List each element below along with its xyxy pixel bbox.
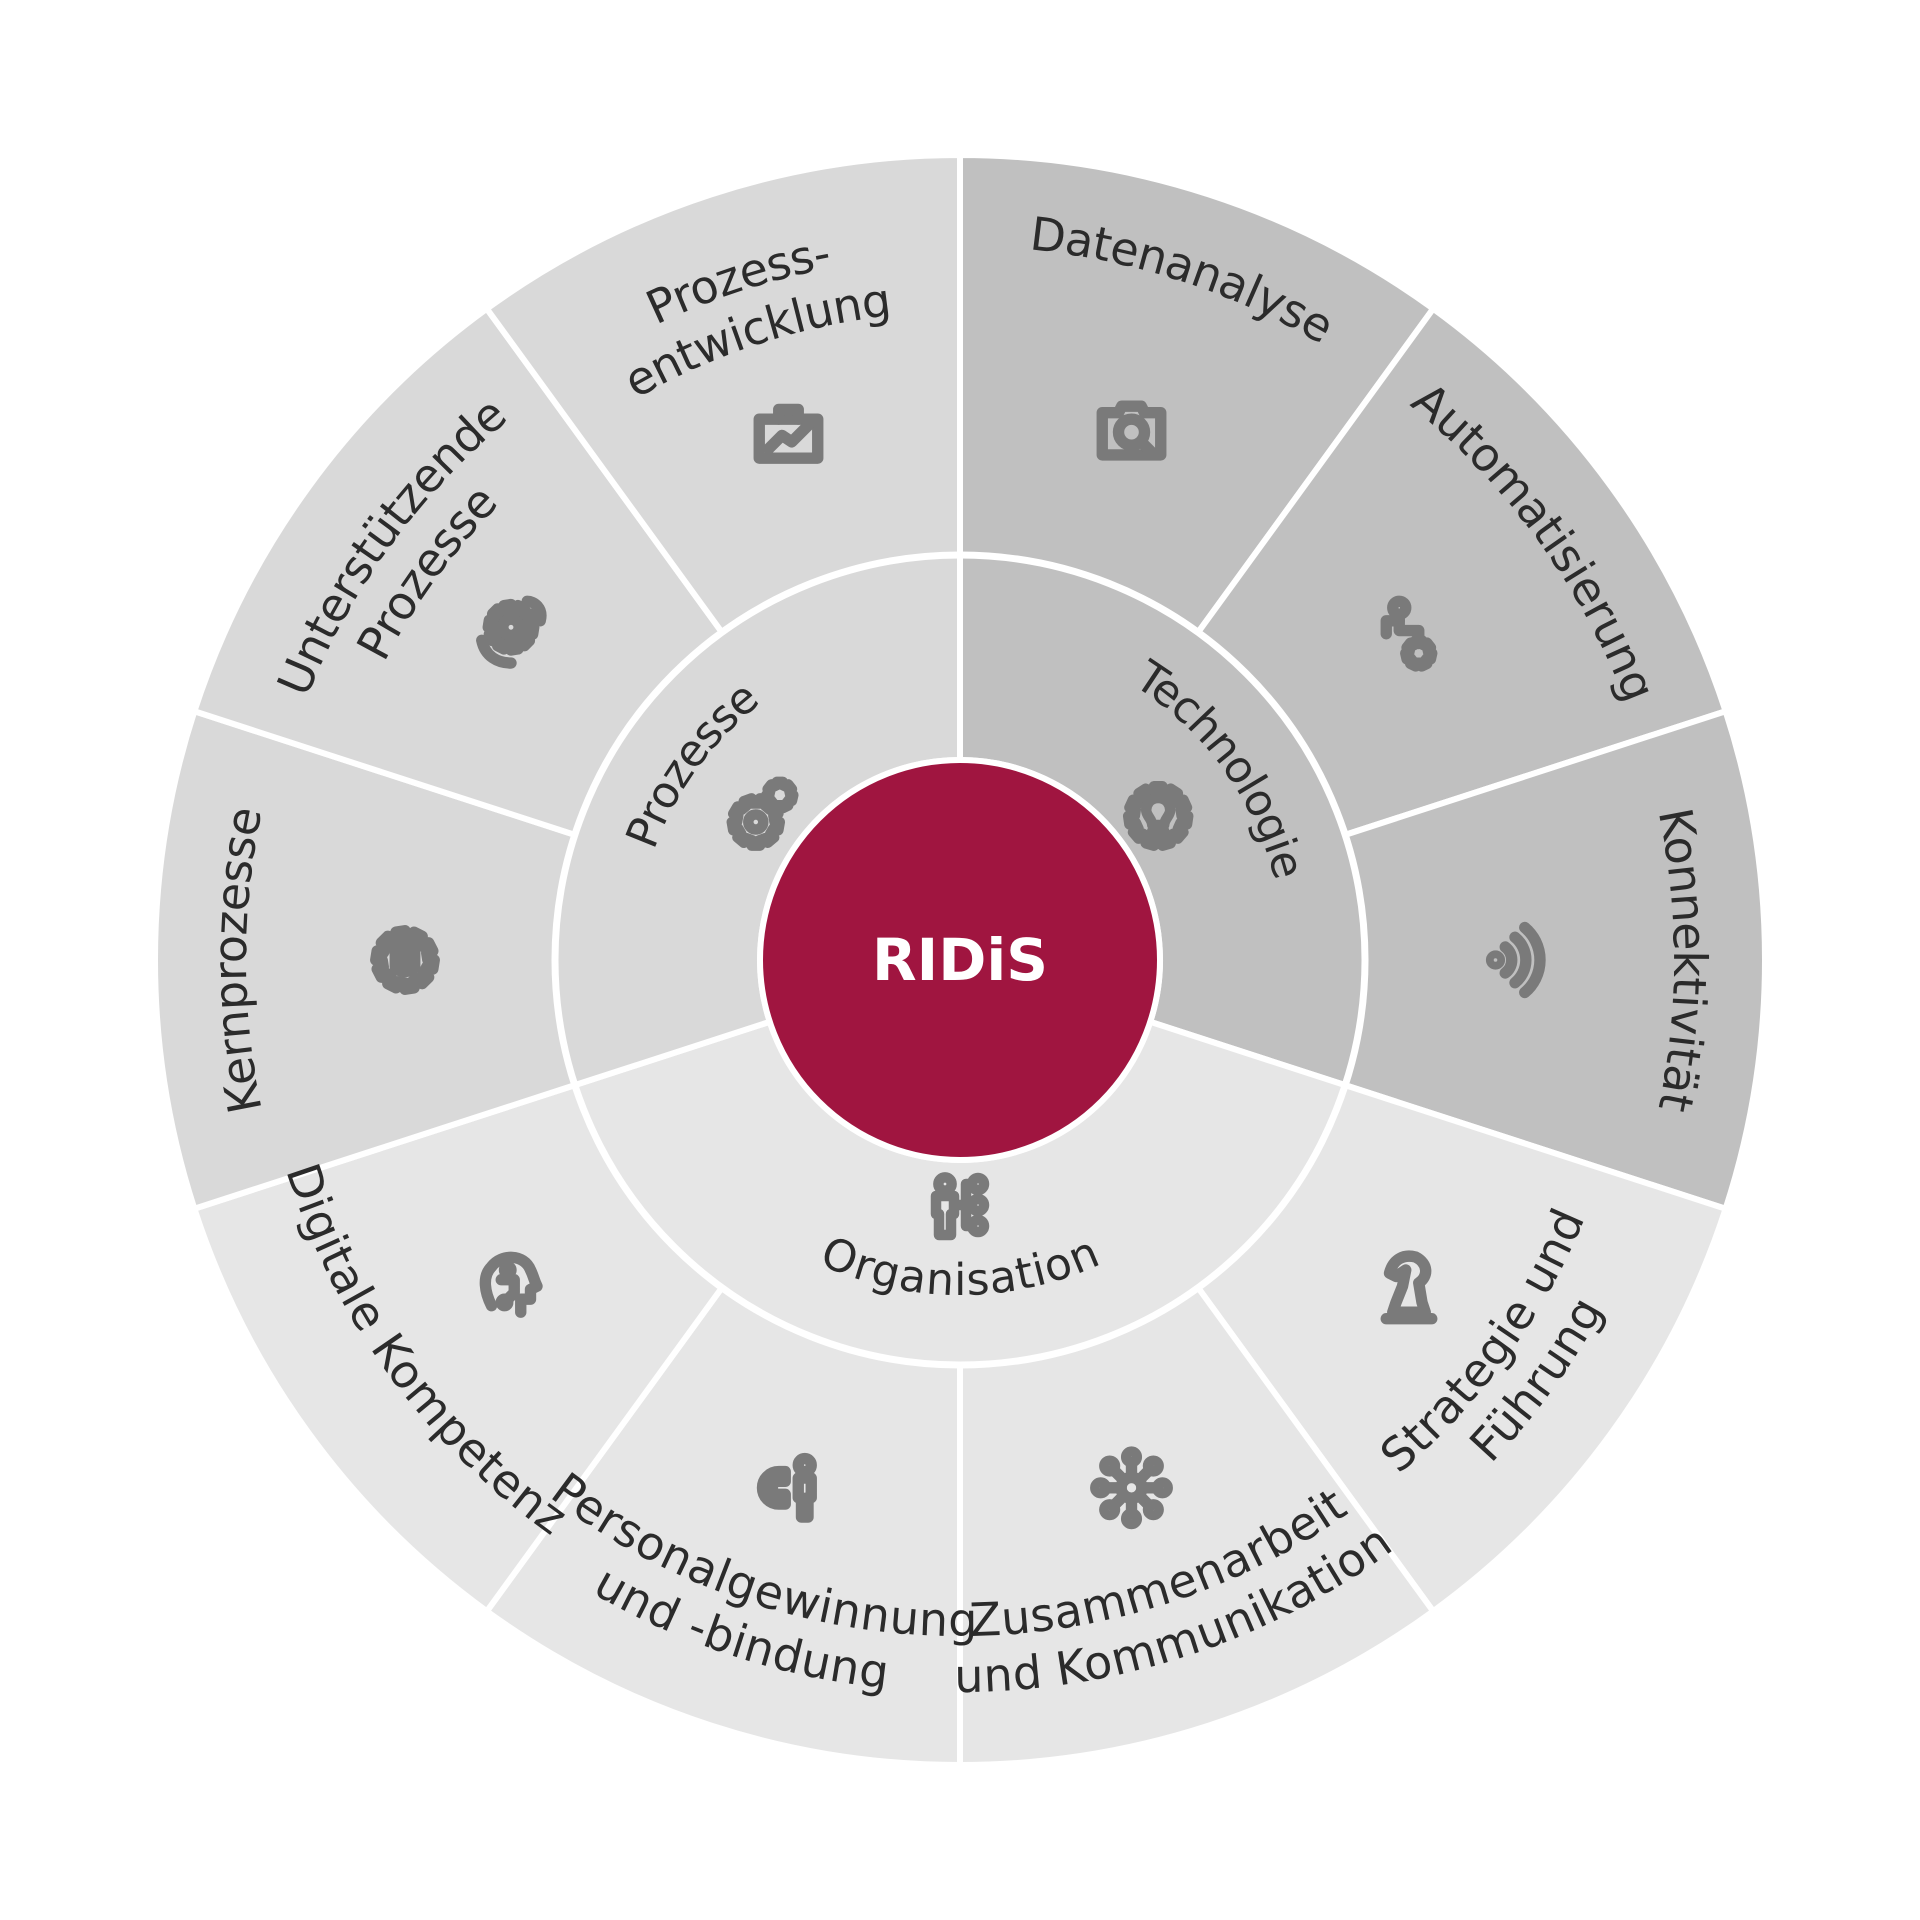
magnifier-screen-icon <box>1096 400 1167 461</box>
ring-divider <box>551 551 1369 1369</box>
icons <box>370 400 1546 1530</box>
center-circle <box>757 757 1163 1163</box>
gears-icon <box>726 776 799 851</box>
org-chart-icon <box>930 1172 990 1241</box>
outer-segments <box>152 151 1768 1769</box>
robot-arm-icon <box>1380 595 1438 672</box>
gear-hands-icon <box>476 595 547 669</box>
network-hub-icon <box>1090 1446 1173 1530</box>
chess-knight-icon <box>1380 1250 1438 1325</box>
magnet-person-icon <box>756 1452 817 1523</box>
head-circuit-icon <box>479 1251 543 1318</box>
center-label: RIDiS <box>872 926 1048 994</box>
wifi-signal-icon <box>1485 921 1546 999</box>
gear-hand-icon <box>370 925 440 995</box>
gear-bulb-icon <box>1122 781 1194 851</box>
briefcase-chart-icon <box>753 403 824 464</box>
center-hub: RIDiS <box>757 757 1163 1163</box>
